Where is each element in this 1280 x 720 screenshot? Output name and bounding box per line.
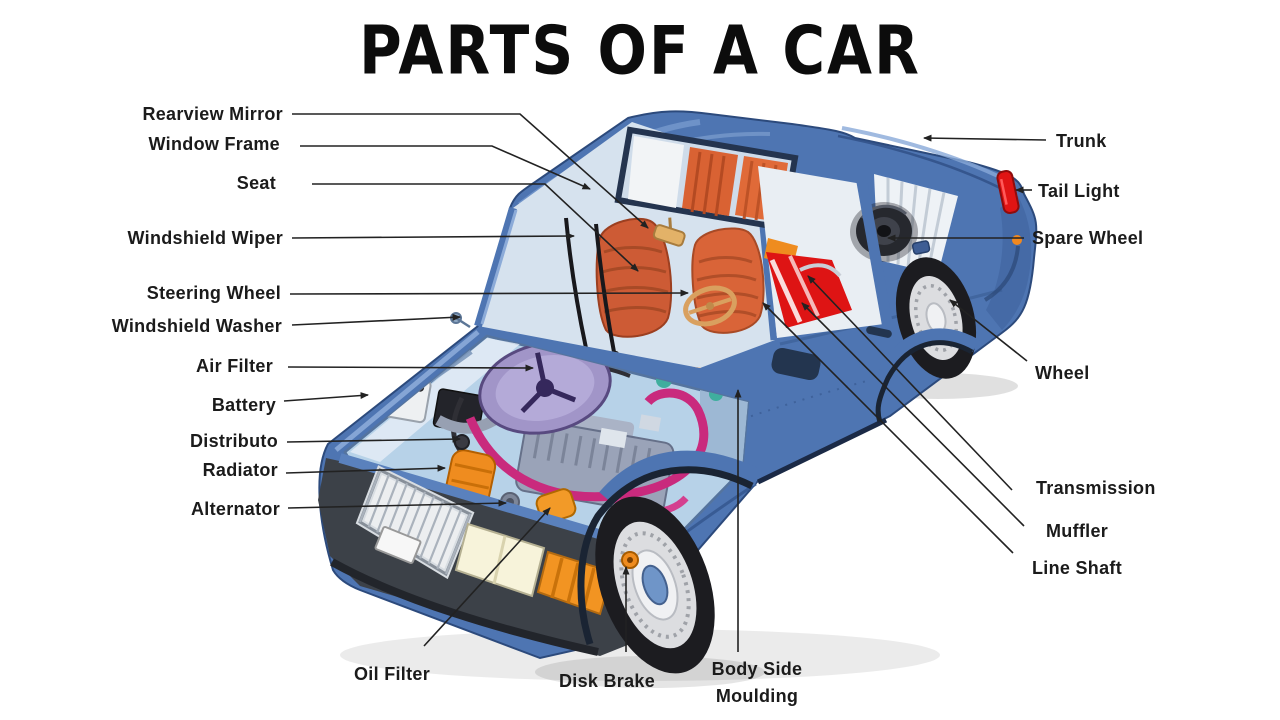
label-window-frame: Window Frame — [148, 134, 280, 154]
leader-steering-wheel — [289, 289, 689, 297]
label-seat: Seat — [236, 173, 276, 193]
rear-window — [850, 174, 958, 274]
turn-signal — [536, 550, 614, 616]
label-radiator: Radiator — [202, 460, 278, 480]
leader-lines — [283, 113, 1047, 652]
leader-line-shaft — [762, 302, 1014, 554]
label-wheel: Wheel — [1035, 363, 1090, 383]
leader-muffler — [801, 302, 1025, 527]
c-pillar — [856, 181, 894, 329]
air-filter-disc — [478, 341, 612, 435]
label-body-side-moulding: Body Side Moulding — [711, 659, 803, 706]
leader-window-frame — [300, 145, 591, 190]
label-line-shaft: Line Shaft — [1032, 558, 1123, 578]
side-mirror — [771, 347, 821, 381]
leader-wheel — [949, 299, 1028, 362]
leader-alternator — [287, 499, 507, 509]
label-transmission: Transmission — [1036, 478, 1156, 498]
washer-nozzle — [450, 312, 471, 329]
fuel-door — [911, 240, 931, 255]
leader-air-filter — [287, 364, 534, 372]
label-windshield-washer: Windshield Washer — [111, 316, 282, 336]
label-rearview-mirror: Rearview Mirror — [142, 104, 283, 124]
leader-transmission — [807, 275, 1013, 491]
leader-windshield-wiper — [291, 232, 575, 240]
rearview-mirror — [652, 217, 686, 247]
leader-seat — [312, 183, 639, 272]
distributor — [454, 434, 470, 450]
label-distributo: Distributo — [190, 431, 278, 451]
leader-oil-filter — [423, 507, 551, 647]
label-battery: Battery — [211, 395, 276, 415]
label-muffler: Muffler — [1046, 521, 1109, 541]
headlight — [454, 522, 546, 598]
label-trunk: Trunk — [1056, 131, 1107, 151]
front-seat — [595, 217, 673, 338]
label-tail-light: Tail Light — [1038, 181, 1120, 201]
steering-wheel — [683, 285, 737, 327]
leader-battery — [283, 392, 369, 402]
leader-trunk — [923, 134, 1047, 142]
door-handle — [866, 326, 892, 338]
disk-brake — [621, 551, 639, 569]
label-alternator: Alternator — [190, 499, 280, 519]
leader-rearview-mirror — [292, 113, 649, 229]
label-air-filter: Air Filter — [195, 356, 273, 376]
carpet-red — [766, 252, 852, 328]
page-title: PARTS OF A CAR — [359, 12, 921, 90]
label-spare-wheel: Spare Wheel — [1032, 228, 1144, 248]
label-windshield-wiper: Windshield Wiper — [127, 228, 283, 248]
leader-windshield-washer — [291, 313, 461, 326]
license-plate — [374, 525, 422, 565]
rear-wheel — [875, 257, 980, 423]
leader-radiator — [285, 464, 446, 474]
leader-distributo — [286, 435, 461, 443]
label-disk-brake: Disk Brake — [558, 671, 656, 691]
side-marker — [1012, 235, 1022, 245]
door-opening — [758, 166, 884, 338]
label-oil-filter: Oil Filter — [353, 664, 430, 684]
rear-details — [911, 170, 1022, 302]
label-steering-wheel: Steering Wheel — [146, 283, 281, 303]
front-wheel — [577, 450, 762, 674]
grille — [355, 465, 475, 580]
